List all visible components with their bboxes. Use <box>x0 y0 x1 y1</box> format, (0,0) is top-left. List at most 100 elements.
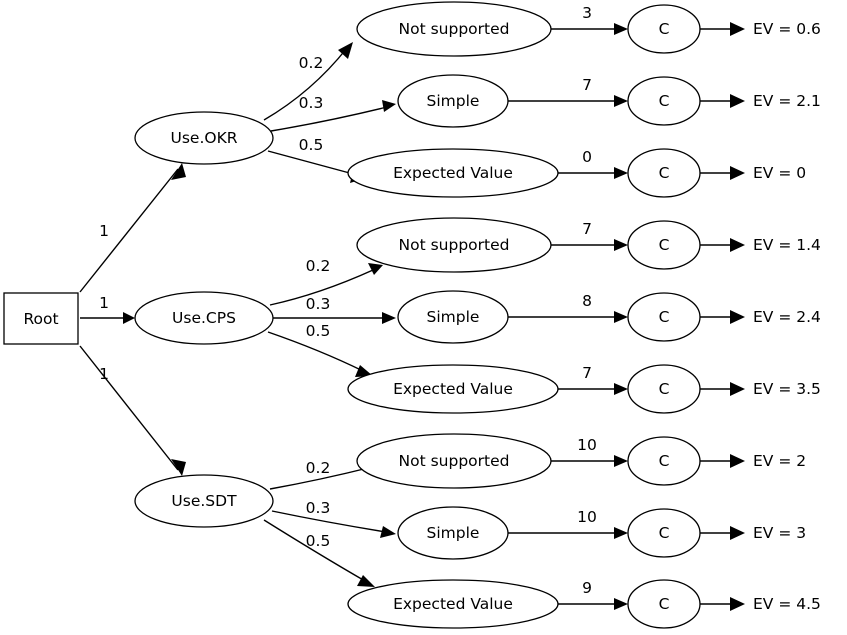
edge-label-root-sdt: 1 <box>99 365 109 383</box>
outcome-label: Not supported <box>399 452 510 470</box>
outcome-label: Expected Value <box>393 595 513 613</box>
arrow-head <box>357 575 375 587</box>
edge-label-payoff: 0 <box>582 148 592 166</box>
edge-label-probability: 0.3 <box>306 499 331 517</box>
edge-line <box>263 47 348 121</box>
edge-outcome-to-chance: 8 <box>508 292 628 323</box>
arrow-head <box>123 312 135 324</box>
chance-node[interactable]: C <box>627 579 701 629</box>
arrow-head <box>614 383 628 395</box>
outcome-node-simple[interactable]: Simple <box>397 290 509 344</box>
edge-sdt-simple: 0.3 <box>271 499 396 538</box>
chance-node[interactable]: C <box>627 292 701 342</box>
outcome-node-not-supported[interactable]: Not supported <box>356 1 552 57</box>
outcome-node-expected-value[interactable]: Expected Value <box>347 364 559 414</box>
chance-label: C <box>659 380 670 398</box>
edge-label-payoff: 8 <box>582 292 592 310</box>
arrow-head <box>614 311 628 323</box>
outcome-node-simple[interactable]: Simple <box>397 74 509 128</box>
ev-label: EV = 3.5 <box>753 380 821 398</box>
arrow-head <box>171 163 186 180</box>
edge-outcome-to-chance: 7 <box>551 220 628 251</box>
ev-leaf: EV = 2.1 <box>700 92 821 110</box>
sdt-label: Use.SDT <box>171 492 237 510</box>
edge-sdt-expected-value: 0.5 <box>263 519 375 587</box>
outcome-label: Not supported <box>399 236 510 254</box>
edge-line <box>271 510 387 533</box>
arrow-head <box>380 526 396 538</box>
edge-line <box>267 331 364 372</box>
chance-node[interactable]: C <box>627 508 701 558</box>
edge-line <box>263 519 366 582</box>
edge-label-payoff: 10 <box>577 436 597 454</box>
ev-leaf: EV = 3 <box>700 524 806 542</box>
ev-leaf: EV = 3.5 <box>700 380 821 398</box>
chance-label: C <box>659 92 670 110</box>
ev-label: EV = 2 <box>753 452 806 470</box>
edge-label-probability: 0.5 <box>306 322 331 340</box>
arrow-head <box>730 238 745 252</box>
arrow-head <box>368 263 383 275</box>
outcome-label: Simple <box>427 524 480 542</box>
edge-outcome-to-chance: 7 <box>508 76 628 107</box>
chance-node[interactable]: C <box>627 148 701 198</box>
edge-line <box>267 150 358 176</box>
chance-node[interactable]: C <box>627 76 701 126</box>
ev-leaf: EV = 1.4 <box>700 236 821 254</box>
arrow-head <box>171 459 186 476</box>
outcome-node-simple[interactable]: Simple <box>397 506 509 560</box>
root-rect <box>3 292 79 345</box>
ev-label: EV = 2.1 <box>753 92 821 110</box>
chance-node[interactable]: C <box>627 4 701 54</box>
outcome-label: Expected Value <box>393 164 513 182</box>
edge-label-probability: 0.2 <box>306 459 331 477</box>
outcome-node-expected-value[interactable]: Expected Value <box>347 579 559 629</box>
chance-label: C <box>659 164 670 182</box>
chance-node[interactable]: C <box>627 364 701 414</box>
edge-line <box>79 345 179 471</box>
ev-label: EV = 4.5 <box>753 595 821 613</box>
edge-root-to-okr: 1 <box>79 163 186 293</box>
edge-outcome-to-chance: 7 <box>558 364 628 395</box>
chance-label: C <box>659 452 670 470</box>
ev-label: EV = 0.6 <box>753 20 821 38</box>
arrow-head <box>730 310 745 324</box>
arrow-head <box>355 365 373 377</box>
arrow-head <box>614 598 628 610</box>
chance-node[interactable]: C <box>627 436 701 486</box>
outcome-node-not-supported[interactable]: Not supported <box>356 217 552 273</box>
arrow-head <box>730 526 745 540</box>
outcome-node-expected-value[interactable]: Expected Value <box>347 148 559 198</box>
edge-label-payoff: 7 <box>582 220 592 238</box>
node-root[interactable]: Root <box>3 292 79 345</box>
outcome-node-not-supported[interactable]: Not supported <box>356 433 552 489</box>
edge-label-payoff: 7 <box>582 364 592 382</box>
edge-root-to-sdt: 1 <box>79 345 186 476</box>
edge-label-root-cps: 1 <box>99 294 109 312</box>
arrow-head <box>730 597 745 611</box>
edge-cps-expected-value: 0.5 <box>267 322 373 377</box>
edge-outcome-to-chance: 3 <box>551 4 628 35</box>
ev-leaf: EV = 4.5 <box>700 595 821 613</box>
edge-label-probability: 0.3 <box>306 295 331 313</box>
arrow-head <box>614 23 628 35</box>
edge-cps-not-supported: 0.2 <box>269 257 383 306</box>
edge-root-to-cps: 1 <box>80 294 135 324</box>
outcome-label: Not supported <box>399 20 510 38</box>
node-use-cps[interactable]: Use.CPS <box>134 291 274 345</box>
chance-label: C <box>659 308 670 326</box>
edge-label-probability: 0.2 <box>299 54 324 72</box>
node-use-sdt[interactable]: Use.SDT <box>134 474 274 528</box>
edge-label-probability: 0.2 <box>306 257 331 275</box>
chance-node[interactable]: C <box>627 220 701 270</box>
node-use-okr[interactable]: Use.OKR <box>134 111 274 165</box>
edge-line <box>79 168 179 293</box>
edge-okr-not-supported: 0.2 <box>263 42 353 121</box>
edge-line <box>270 106 388 132</box>
cps-label: Use.CPS <box>172 309 236 327</box>
edge-label-probability: 0.5 <box>299 136 324 154</box>
okr-ellipse <box>134 111 274 165</box>
outcome-label: Simple <box>427 308 480 326</box>
arrow-head <box>614 455 628 467</box>
